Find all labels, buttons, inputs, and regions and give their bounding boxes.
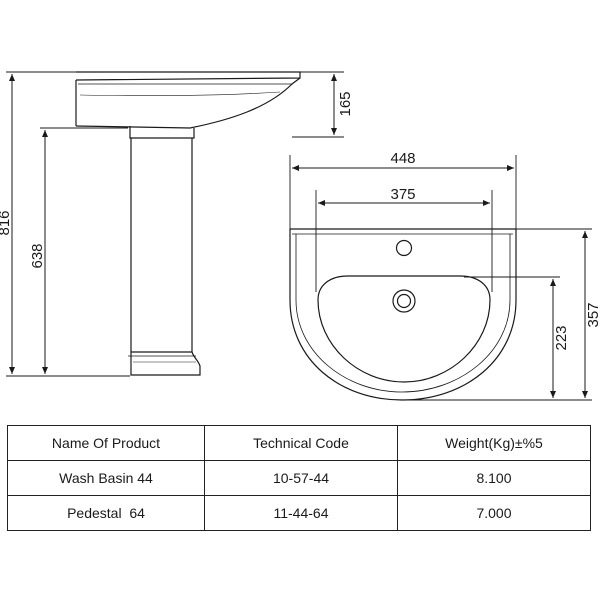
- plan-view: [289, 228, 517, 401]
- table-header-row: Name Of Product Technical Code Weight(Kg…: [7, 425, 591, 461]
- technical-drawing: 816 638 165 448 375 357 223: [0, 71, 601, 401]
- plan-extension-lines: [289, 155, 592, 401]
- header-product-name: Name Of Product: [7, 425, 205, 461]
- table-row: Wash Basin 44 10-57-44 8.100: [7, 460, 591, 496]
- header-technical-code: Technical Code: [204, 425, 398, 461]
- side-extension-lines: [6, 71, 344, 377]
- tap-hole-icon: [395, 239, 413, 257]
- table-row: Pedestal 64 11-44-64 7.000: [7, 495, 591, 531]
- dim-357-label: 357: [585, 302, 601, 327]
- header-weight: Weight(Kg)±%5: [397, 425, 591, 461]
- drain-outer-icon: [392, 289, 416, 313]
- side-dimension-lines: [9, 74, 337, 374]
- cell-weight: 7.000: [397, 495, 591, 531]
- drain-inner-icon: [396, 293, 412, 309]
- cell-technical-code: 10-57-44: [204, 460, 398, 496]
- side-view: [75, 71, 301, 376]
- cell-product-name: Pedestal 64: [7, 495, 205, 531]
- dim-165-label: 165: [337, 91, 354, 116]
- dim-816-label: 816: [0, 210, 13, 235]
- dim-638-label: 638: [29, 243, 46, 268]
- dim-375-label: 375: [390, 186, 415, 203]
- dim-448-label: 448: [390, 150, 415, 167]
- plan-dimension-lines: [292, 165, 588, 398]
- dim-223-label: 223: [553, 325, 570, 350]
- cell-weight: 8.100: [397, 460, 591, 496]
- cell-technical-code: 11-44-64: [204, 495, 398, 531]
- product-spec-table: Name Of Product Technical Code Weight(Kg…: [7, 425, 591, 531]
- cell-product-name: Wash Basin 44: [7, 460, 205, 496]
